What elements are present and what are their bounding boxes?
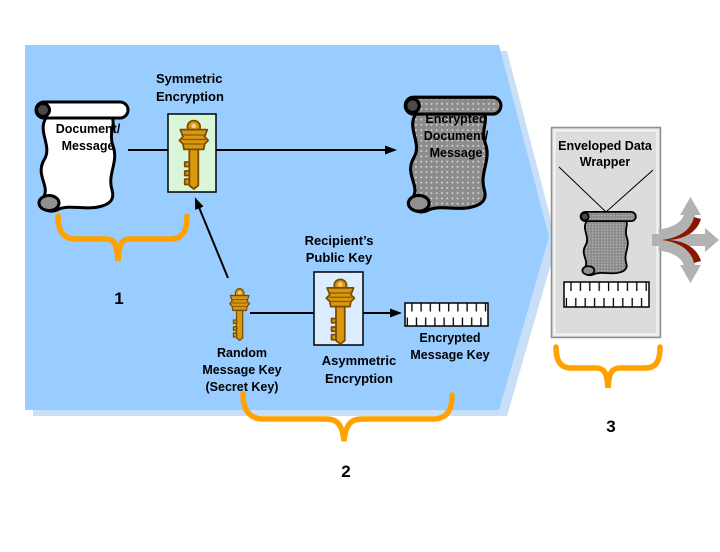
label-line: Public Key [305,250,373,265]
step-2-badge: 2 [341,462,351,481]
random-message-key-label: Random Message Key (Secret Key) [196,345,288,396]
enveloped-scroll-icon [579,210,637,277]
label-line: (Secret Key) [205,380,279,394]
label-line: Encryption [325,371,393,386]
symmetric-encryption-label: Symmetric Encryption [156,70,266,106]
brace-step2 [240,391,455,442]
merge-arrows-icon [652,197,719,283]
label-line: Asymmetric [321,353,397,368]
brace-step1 [55,213,190,262]
enveloped-data-wrapper-label: Enveloped Data Wrapper [554,138,656,170]
document-message-label: Document/ Message [46,121,130,155]
label-line: Document/ [55,122,121,136]
label-line: Encryption [156,89,224,104]
label-line: Message Key [202,363,282,377]
flow-line-key-to-symmetric [194,197,229,279]
asymmetric-encryption-label: Asymmetric Encryption [314,352,404,388]
enveloped-key-block-icon [563,281,650,308]
label-line: Message [429,146,483,160]
label-line: Encrypted [419,331,481,345]
recipients-public-key-label: Recipient’s Public Key [295,232,383,266]
document-scroll-icon [34,100,130,213]
brace-step3 [553,344,663,389]
label-line: Wrapper [579,155,631,169]
encrypted-message-key-label: Encrypted Message Key [402,330,498,364]
encrypted-document-label: Encrypted Document/ Message [408,111,504,162]
label-line: Encrypted [425,112,487,126]
label-line: Document/ [423,129,489,143]
label-line: Random [217,346,267,360]
label-line: Message Key [410,348,490,362]
label-line: Symmetric [156,71,223,86]
label-line: Recipient’s [304,233,374,248]
label-line: Message [61,139,115,153]
step-1-badge: 1 [114,289,124,308]
encrypted-message-key-icon [404,302,489,327]
label-line: Enveloped Data [558,139,652,153]
step-3-badge: 3 [606,417,616,436]
